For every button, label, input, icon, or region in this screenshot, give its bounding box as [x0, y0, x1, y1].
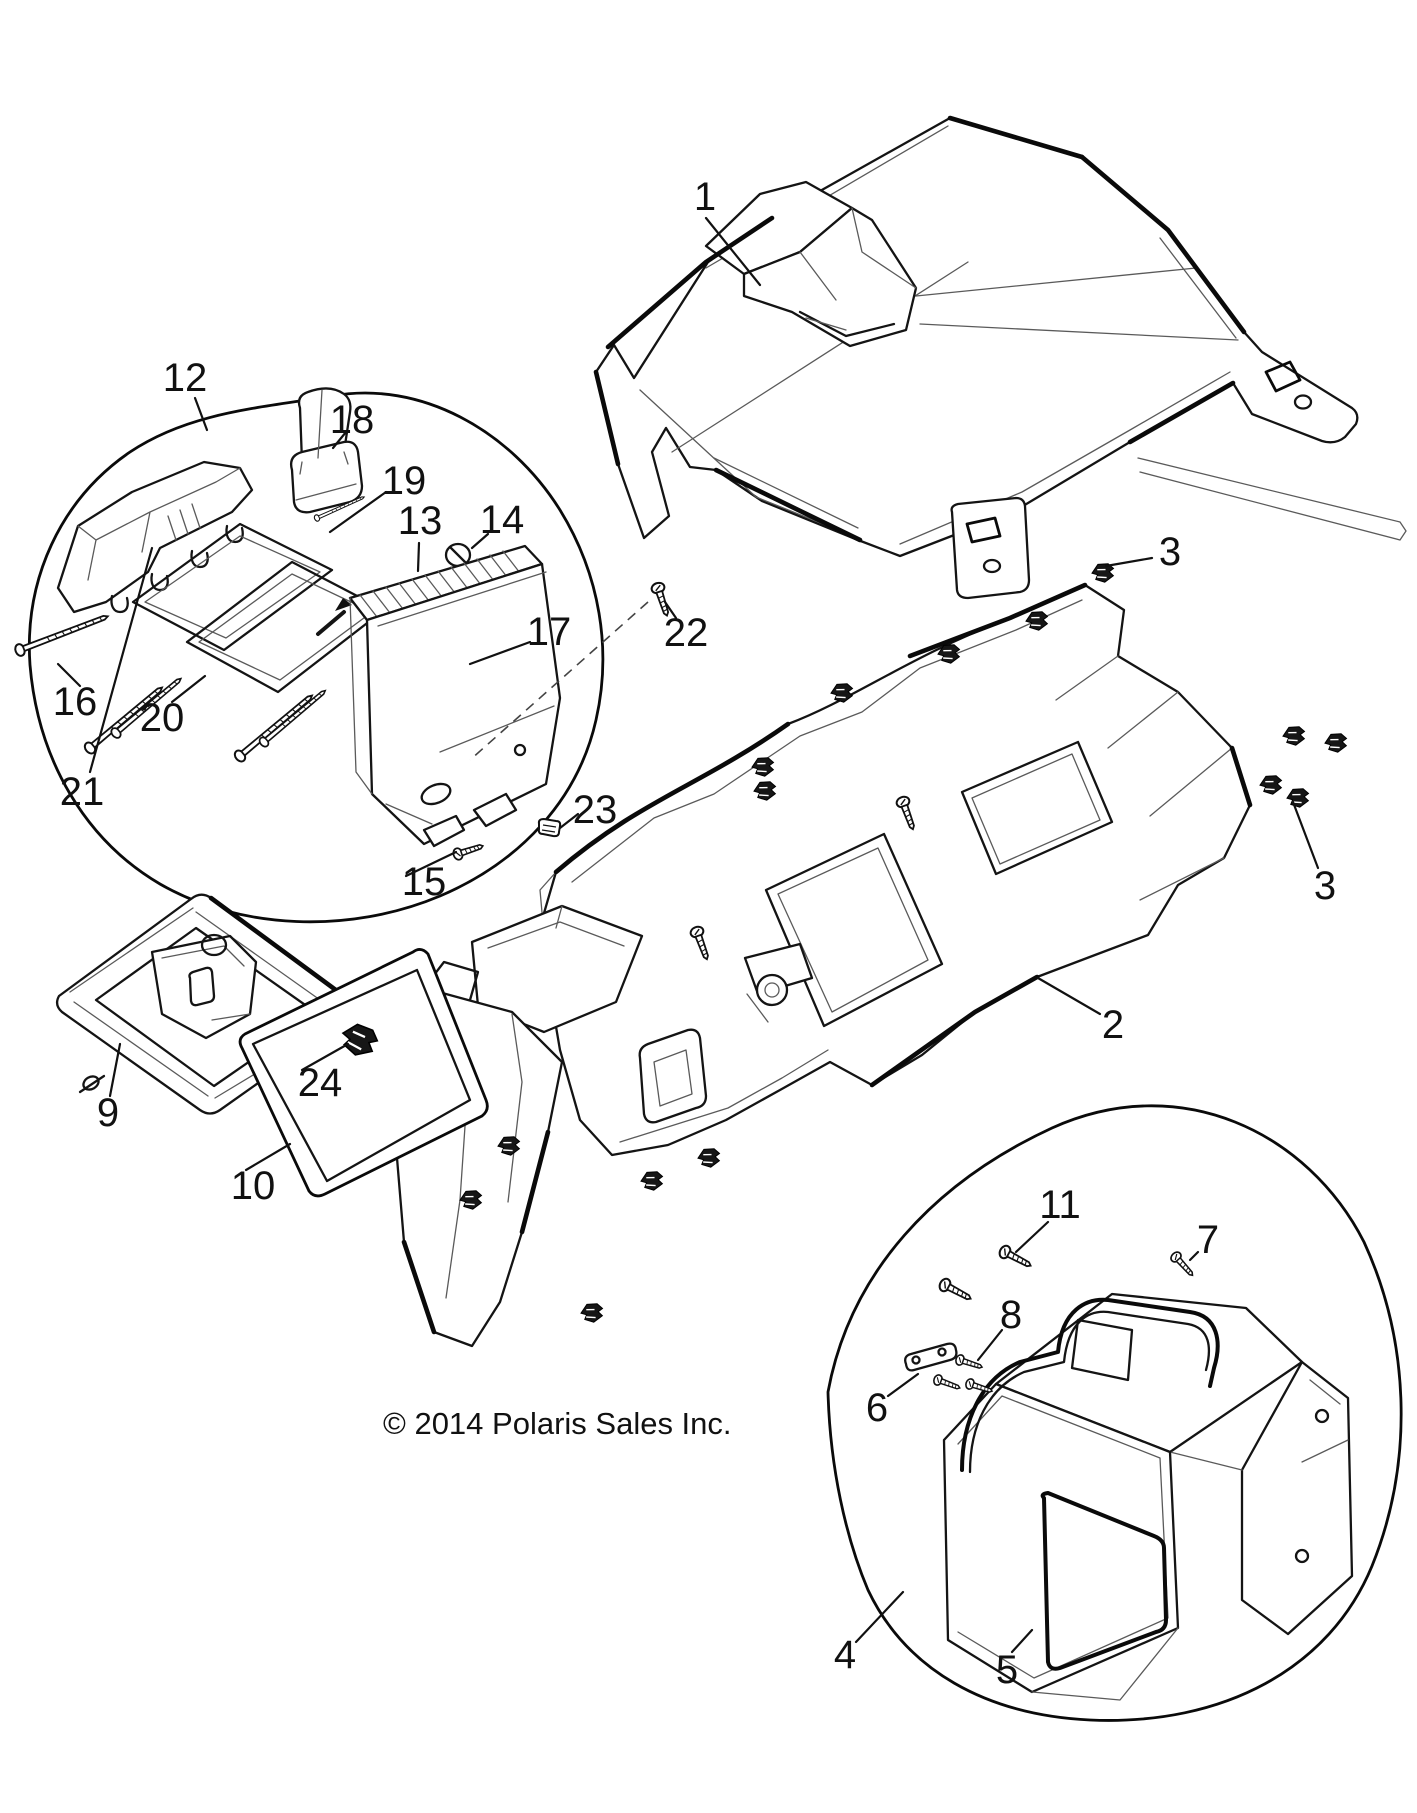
callout-3-upper: 3	[1158, 530, 1182, 574]
callout-2: 2	[1101, 1003, 1125, 1047]
gauge-detail-bubble	[27, 391, 605, 924]
callout-17: 17	[526, 610, 572, 654]
callout-18: 18	[329, 398, 375, 442]
callout-6: 6	[865, 1386, 889, 1430]
callout-10: 10	[230, 1164, 276, 1208]
callout-7: 7	[1196, 1218, 1220, 1262]
assembly-arrow	[316, 598, 352, 636]
callout-4: 4	[833, 1633, 857, 1677]
callout-16: 16	[52, 680, 98, 724]
support-strip	[1137, 457, 1407, 541]
storage-box-part-5	[942, 1292, 1354, 1701]
callout-13: 13	[397, 499, 443, 543]
gauge-gaskets	[131, 522, 386, 694]
callout-3-right: 3	[1313, 864, 1337, 908]
hood-part	[593, 115, 1359, 600]
callout-20: 20	[139, 696, 185, 740]
storage-detail-bubble	[826, 1104, 1403, 1722]
callout-5: 5	[995, 1648, 1019, 1692]
gauge-visor-bracket	[56, 460, 254, 614]
gauge-module-part-17	[348, 544, 562, 862]
callout-21: 21	[59, 770, 105, 814]
callout-15: 15	[401, 860, 447, 904]
callout-12: 12	[162, 356, 208, 400]
callout-9: 9	[96, 1091, 120, 1135]
seal-frame-part-10	[238, 948, 489, 1198]
callout-1: 1	[693, 175, 717, 219]
callout-8: 8	[999, 1293, 1023, 1337]
hinge-bracket-part-6	[904, 1342, 963, 1394]
callout-14: 14	[479, 498, 525, 542]
callout-23: 23	[572, 788, 618, 832]
callout-22: 22	[663, 611, 709, 655]
dash-panel-part	[539, 582, 1253, 1157]
clip-part-23	[537, 818, 562, 838]
leader-lines	[56, 216, 1320, 1654]
callout-19: 19	[381, 459, 427, 503]
copyright-text: © 2014 Polaris Sales Inc.	[383, 1406, 732, 1441]
callout-24: 24	[297, 1061, 343, 1105]
callout-11: 11	[1039, 1183, 1081, 1227]
